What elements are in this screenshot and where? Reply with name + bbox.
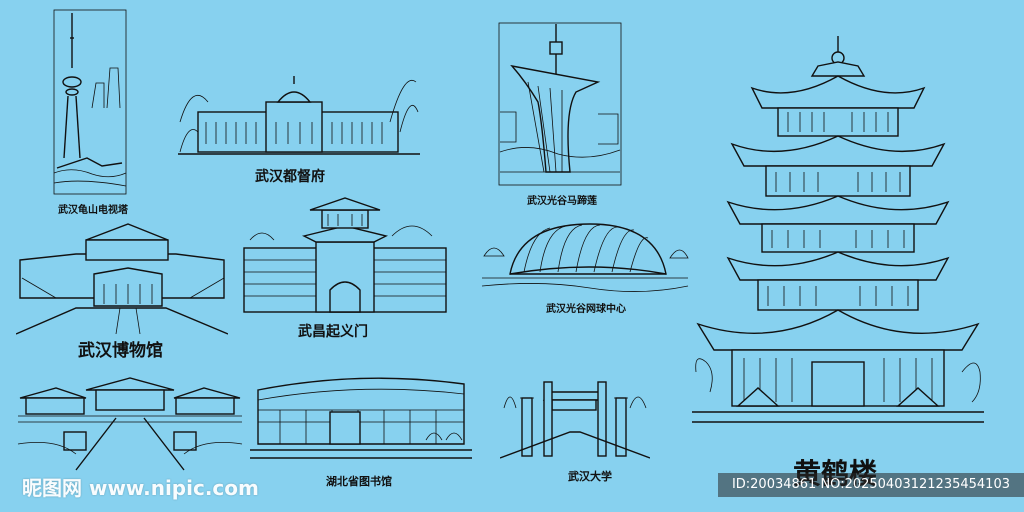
library-drawing: [250, 377, 472, 459]
watermark-id-bar: ID:20034861 NO:20250403121235454103: [717, 473, 1024, 497]
qiyi-gate-caption: 武昌起义门: [298, 324, 368, 340]
tennis-center-illustration: [480, 216, 690, 316]
guishan-tower-caption: 武汉龟山电视塔: [58, 205, 128, 216]
tennis-center-caption: 武汉光谷网球中心: [546, 304, 626, 315]
horseshoe-lotus-caption: 武汉光谷马蹄莲: [527, 196, 597, 207]
bottom-left-complex-illustration: [16, 374, 244, 474]
yellow-crane-tower-drawing: [692, 36, 984, 423]
qiyi-gate-illustration: [242, 196, 448, 316]
library-illustration: [250, 370, 472, 460]
bottom-left-complex-drawing: [17, 377, 243, 471]
library-caption: 湖北省图书馆: [326, 475, 392, 488]
guishan-tower-illustration: [52, 8, 128, 196]
yellow-crane-tower-illustration: [692, 32, 984, 444]
dudu-fu-illustration: [178, 62, 420, 162]
museum-drawing: [16, 223, 228, 335]
guishan-tower-drawing: [53, 9, 127, 195]
qiyi-gate-drawing: [243, 197, 447, 313]
museum-caption: 武汉博物馆: [78, 341, 163, 361]
whu-gate-illustration: [500, 378, 650, 466]
museum-illustration: [16, 218, 228, 336]
tennis-center-drawing: [481, 223, 689, 292]
horseshoe-lotus-drawing: [498, 22, 622, 186]
dudu-fu-caption: 武汉都督府: [255, 169, 325, 185]
horseshoe-lotus-illustration: [498, 22, 622, 186]
dudu-fu-drawing: [178, 76, 420, 155]
whu-gate-drawing: [500, 381, 650, 459]
whu-caption: 武汉大学: [568, 470, 612, 483]
watermark-left: 昵图网 www.nipic.com: [22, 476, 259, 500]
